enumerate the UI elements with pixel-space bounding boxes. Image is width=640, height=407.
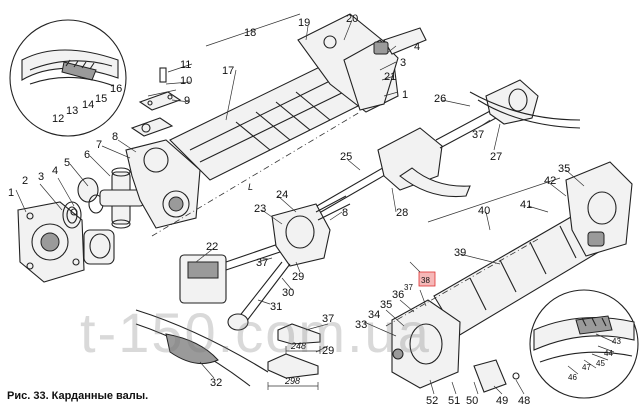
- lower-left-assembly: [179, 195, 351, 331]
- dimension-bracket-18: [205, 13, 301, 47]
- callout-27: 27: [490, 151, 502, 163]
- callout-42: 42: [544, 175, 556, 187]
- yoke-part-7-8: [125, 139, 201, 229]
- figure-caption: Рис. 33. Карданные валы.: [7, 390, 149, 402]
- callout-labels: 1 1 2 3 3 4 4 5 6 7 8 8 9 10 11 12 13 14…: [8, 13, 621, 407]
- callout-48: 48: [518, 395, 530, 407]
- callout-32: 32: [210, 377, 222, 389]
- detail-inset-bottom: [529, 289, 639, 399]
- callout-25: 25: [340, 151, 352, 163]
- callout-19: 19: [298, 17, 310, 29]
- callout-43: 43: [612, 337, 621, 346]
- callout-52: 52: [426, 395, 438, 407]
- callout-8a: 8: [112, 131, 118, 143]
- spider-part-6: [99, 167, 145, 229]
- callout-15: 15: [95, 93, 107, 105]
- callout-29a: 29: [292, 271, 304, 283]
- callout-37c: 37: [472, 129, 484, 141]
- small-part-29-detail: [267, 353, 319, 390]
- callout-47: 47: [582, 363, 591, 372]
- mid-shaft-assembly: [309, 79, 581, 217]
- callout-23: 23: [254, 203, 266, 215]
- callout-38: 38: [421, 276, 430, 285]
- callout-4b: 4: [414, 41, 420, 53]
- callout-2: 2: [22, 175, 28, 187]
- cap-part-9-10-11: [130, 67, 182, 137]
- callout-1a: 1: [8, 187, 14, 199]
- callout-9: 9: [184, 95, 190, 107]
- callout-14: 14: [82, 99, 94, 111]
- callout-5: 5: [64, 157, 70, 169]
- watermark: t-150.com.ua: [80, 301, 431, 364]
- callout-30: 30: [282, 287, 294, 299]
- callout-37d: 37: [404, 283, 413, 292]
- callout-35a: 35: [380, 299, 392, 311]
- callout-36: 36: [392, 289, 404, 301]
- callout-22: 22: [206, 241, 218, 253]
- detail-inset-top: [9, 19, 127, 137]
- callout-6: 6: [84, 149, 90, 161]
- callout-16: 16: [110, 83, 122, 95]
- callout-46: 46: [568, 373, 577, 382]
- axis-line-upper: [151, 111, 361, 237]
- callout-49: 49: [496, 395, 508, 407]
- callout-1b: 1: [402, 89, 408, 101]
- cross-part-5: [77, 177, 115, 265]
- upper-shaft-assembly: [169, 13, 427, 181]
- callout-21: 21: [384, 71, 396, 83]
- callout-34: 34: [368, 309, 380, 321]
- callout-50: 50: [466, 395, 478, 407]
- callout-28: 28: [396, 207, 408, 219]
- callout-13: 13: [66, 105, 78, 117]
- callout-8b: 8: [342, 207, 348, 219]
- callout-24: 24: [276, 189, 288, 201]
- dimension-bracket-40: [427, 177, 561, 223]
- dimension-label-2: 298: [284, 376, 300, 386]
- highlight-callout-38: [418, 271, 436, 287]
- flange-part-1: [17, 201, 85, 283]
- lower-right-shaft-assembly: [391, 161, 633, 393]
- callout-33: 33: [355, 319, 367, 331]
- callout-17: 17: [222, 65, 234, 77]
- callout-45: 45: [596, 359, 605, 368]
- callout-20: 20: [346, 13, 358, 25]
- axis-line-lower: [385, 237, 541, 327]
- callout-39: 39: [454, 247, 466, 259]
- callout-51: 51: [448, 395, 460, 407]
- callout-40: 40: [478, 205, 490, 217]
- callout-31: 31: [270, 301, 282, 313]
- callout-3b: 3: [400, 57, 406, 69]
- callout-26: 26: [434, 93, 446, 105]
- callout-29b: 29: [322, 345, 334, 357]
- callout-35b: 35: [558, 163, 570, 175]
- leader-lines: [15, 19, 615, 395]
- callout-4a: 4: [52, 165, 58, 177]
- callout-7: 7: [96, 139, 102, 151]
- callout-11: 11: [180, 59, 191, 71]
- callout-44: 44: [604, 349, 613, 358]
- callout-12: 12: [52, 113, 64, 125]
- length-mark: L: [248, 182, 253, 192]
- callout-37a: 37: [256, 257, 268, 269]
- callout-3a: 3: [38, 171, 44, 183]
- callout-41: 41: [520, 199, 532, 211]
- base-plate-part-32: [135, 309, 269, 387]
- callout-37b: 37: [322, 313, 334, 325]
- callout-10: 10: [180, 75, 192, 87]
- dimension-label-1: 248: [290, 341, 306, 351]
- callout-18: 18: [244, 27, 256, 39]
